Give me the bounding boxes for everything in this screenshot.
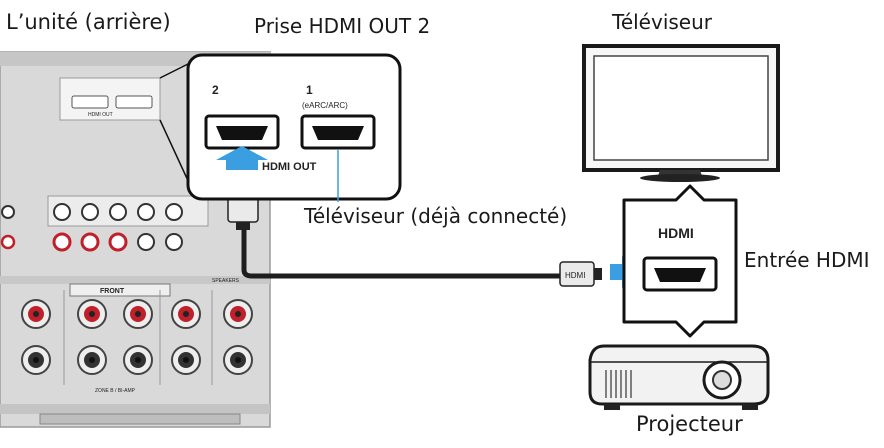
tv-label: Téléviseur — [612, 10, 712, 34]
hdmi-out-callout: 2 1 (eARC/ARC) HDMI OUT — [186, 53, 402, 201]
hdmi-cable — [241, 222, 560, 279]
hdmi-plug-projector: HDMI — [559, 261, 602, 287]
callout-jack-2-number: 2 — [212, 83, 219, 97]
projector-vent — [605, 370, 632, 398]
panel-front-label: FRONT — [100, 288, 125, 295]
panel-hdmi-out-small: HDMI OUT — [88, 112, 113, 118]
callout-jack-1-number: 1 — [306, 83, 313, 97]
panel-jacks-row-1 — [53, 203, 183, 221]
projector-label: Projecteur — [636, 412, 743, 436]
unit-rear-label: L’unité (arrière) — [6, 10, 171, 34]
hdmi-out-2-jack — [204, 114, 280, 150]
arrow-up-into-jack-icon — [216, 146, 268, 170]
hdmi-input-label: Entrée HDMI — [744, 248, 870, 272]
panel-zone-label: ZONE B / BI-AMP — [95, 388, 136, 394]
callout-jack-1-earc: (eARC/ARC) — [302, 101, 348, 110]
hdmi-out2-jack-label: Prise HDMI OUT 2 — [254, 14, 431, 38]
projector — [588, 344, 770, 410]
speaker-terminals — [21, 299, 253, 375]
television — [582, 44, 780, 182]
hdmi-plug-label: HDMI — [565, 271, 585, 280]
tv-already-connected-label: Téléviseur (déjà connecté) — [304, 204, 568, 228]
projector-hdmi-jack — [642, 256, 718, 292]
projector-hdmi-input-box: HDMI — [622, 184, 738, 338]
projector-box-hdmi-label: HDMI — [658, 225, 694, 241]
callout-hdmi-out-label: HDMI OUT — [262, 161, 317, 173]
panel-speakers-label: SPEAKERS — [212, 278, 240, 284]
hdmi-out-1-jack — [300, 114, 376, 150]
panel-jacks-row-2 — [52, 232, 183, 252]
